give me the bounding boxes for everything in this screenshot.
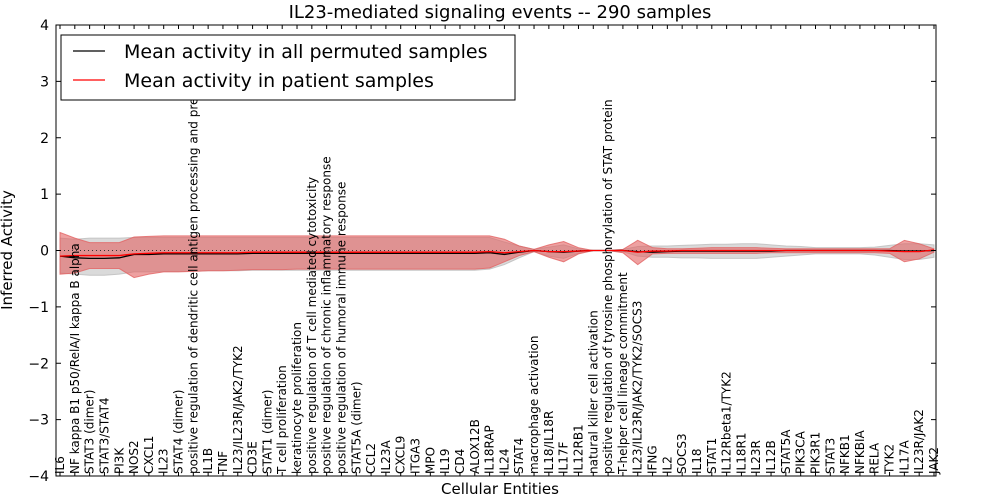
- x-tick-label: RELA: [868, 442, 882, 474]
- x-tick-label: positive regulation of chronic inflammat…: [320, 156, 334, 474]
- x-tick-label: SOCS3: [675, 433, 689, 474]
- x-tick-label: IL1B: [201, 448, 215, 474]
- x-tick-label: IL23A: [379, 440, 393, 474]
- x-tick-label: IL18/IL18R: [542, 411, 556, 474]
- plot-area: [56, 231, 936, 279]
- y-tick-label: 0: [40, 244, 49, 260]
- x-tick-label: CD4: [453, 449, 467, 474]
- x-tick-label: NF kappa B1 p50/RelA/I kappa B alpha: [68, 243, 82, 474]
- x-tick-label: T-helper cell lineage commitment: [616, 272, 630, 475]
- x-tick-label: macrophage activation: [527, 336, 541, 474]
- x-tick-label: MPO: [423, 447, 437, 474]
- x-tick-label: JAK2: [927, 447, 941, 475]
- x-tick-label: IL23/IL23R/JAK2/TYK2/SOCS3: [631, 301, 645, 474]
- x-tick-label: IL12B: [764, 440, 778, 474]
- x-tick-label: STAT3: [823, 438, 837, 474]
- legend-box: [60, 34, 516, 101]
- y-axis-title: Inferred Activity: [0, 190, 16, 310]
- y-tick-label: 1: [40, 187, 49, 203]
- y-tick-label: −2: [28, 356, 49, 372]
- x-tick-label: positive regulation of humoral immune re…: [334, 182, 348, 474]
- x-tick-label: IFNG: [646, 445, 660, 474]
- x-tick-label: CD3E: [246, 441, 260, 474]
- x-tick-label: STAT5A (dimer): [349, 381, 363, 474]
- x-tick-label: ALOX12B: [468, 419, 482, 474]
- x-tick-label: IL24: [497, 449, 511, 474]
- x-tick-label: STAT5A: [779, 429, 793, 474]
- y-tick-label: 4: [40, 18, 49, 34]
- x-tick-label: keratinocyte proliferation: [290, 322, 304, 474]
- y-tick-label: −1: [28, 300, 49, 316]
- x-tick-label: T cell proliferation: [275, 365, 289, 475]
- x-tick-label: positive regulation of tyrosine phosphor…: [601, 99, 615, 474]
- y-tick-label: −4: [28, 469, 49, 485]
- x-tick-label: positive regulation of T cell mediated c…: [305, 177, 319, 474]
- x-tick-label: PIK3CA: [794, 430, 808, 474]
- x-tick-label: CXCL9: [394, 436, 408, 474]
- x-tick-label: IL12Rbeta1/TYK2: [720, 371, 734, 474]
- x-axis-title: Cellular Entities: [441, 480, 559, 498]
- x-tick-label: STAT4: [512, 438, 526, 474]
- x-tick-label: IL23/IL23R/JAK2/TYK2: [231, 345, 245, 474]
- x-tick-label: STAT3/STAT4: [97, 397, 111, 474]
- x-tick-label: CCL2: [364, 443, 378, 474]
- x-tick-label: IL18RAP: [483, 425, 497, 474]
- x-tick-label: CXCL1: [142, 436, 156, 474]
- x-tick-label: STAT4 (dimer): [172, 390, 186, 474]
- x-tick-label: PIK3R1: [808, 432, 822, 474]
- x-tick-label: positive regulation of dendritic cell an…: [186, 41, 200, 474]
- x-tick-label: NFKBIA: [853, 429, 867, 474]
- x-tick-label: IL6: [53, 456, 67, 474]
- x-tick-label: IL18R1: [734, 433, 748, 474]
- x-tick-label: STAT1: [705, 438, 719, 474]
- x-tick-label: NFKB1: [838, 434, 852, 474]
- series-1-band: [59, 231, 935, 279]
- x-tick-label: TYK2: [883, 444, 897, 475]
- series-1-line: [59, 249, 935, 257]
- x-tick-label: IL17F: [557, 442, 571, 474]
- y-tick-label: −3: [28, 413, 49, 429]
- x-tick-label: natural killer cell activation: [586, 310, 600, 474]
- chart-title: IL23-mediated signaling events -- 290 sa…: [289, 2, 712, 23]
- x-tick-label: IL18: [690, 449, 704, 475]
- x-tick-label: IL2: [660, 456, 674, 474]
- legend: Mean activity in all permuted samplesMea…: [60, 34, 516, 101]
- x-tick-label: STAT3 (dimer): [83, 390, 97, 474]
- y-tick-label: 3: [40, 74, 49, 90]
- x-tick-label: IL19: [438, 449, 452, 475]
- x-tick-label: IL17A: [897, 440, 911, 474]
- x-tick-label: IL12RB1: [571, 424, 585, 474]
- y-tick-label: 2: [40, 131, 49, 147]
- x-tick-label: IL23: [157, 449, 171, 475]
- x-tick-label: STAT1 (dimer): [260, 390, 274, 474]
- x-tick-label: NOS2: [127, 440, 141, 474]
- legend-label-1: Mean activity in patient samples: [124, 70, 434, 92]
- y-axis: −4 −3 −2 −1 0 1 2 3 4: [28, 18, 936, 485]
- x-tick-label: PI3K: [112, 447, 126, 474]
- x-tick-label: TNF: [216, 451, 230, 475]
- x-tick-label: IL23R: [749, 440, 763, 474]
- x-tick-label: ITGA3: [409, 438, 423, 474]
- x-tick-label: IL23R/JAK2: [912, 409, 926, 474]
- legend-label-0: Mean activity in all permuted samples: [124, 41, 487, 63]
